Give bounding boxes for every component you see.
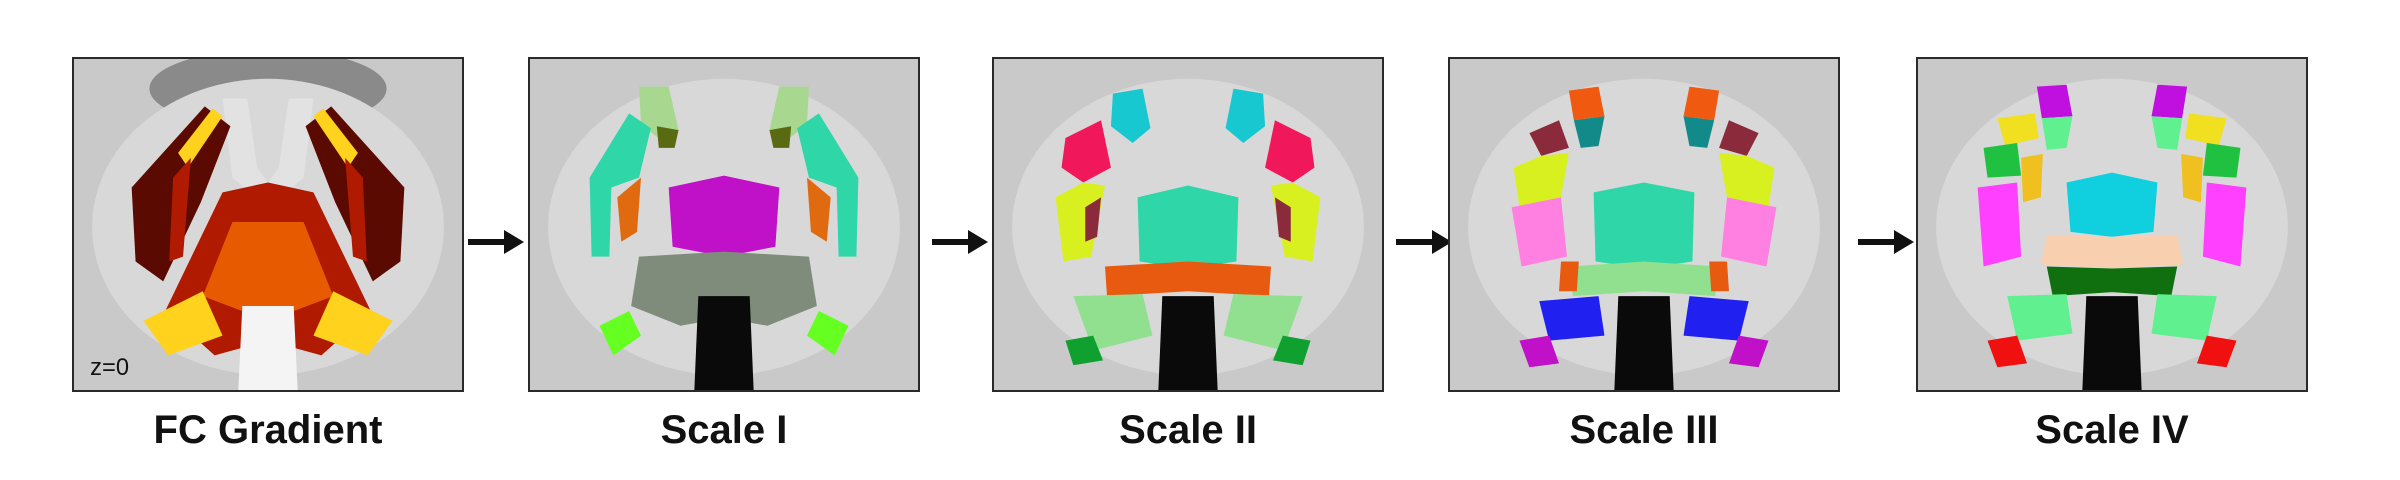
right-arrow-icon <box>932 230 988 254</box>
right-anterior-putamen <box>1265 120 1315 183</box>
left-anterior-putamen <box>1529 120 1569 156</box>
slice-label: z=0 <box>90 355 129 381</box>
thalamus-core <box>202 222 334 321</box>
right-posterior <box>2151 294 2217 341</box>
caption-scale-i: Scale I <box>660 408 788 452</box>
left-caudate-head <box>2036 84 2073 119</box>
right-arrow-icon <box>468 230 524 254</box>
right-hippocampus <box>1272 335 1311 366</box>
left-hippocampus <box>599 310 642 356</box>
left-caudate-body <box>1573 116 1605 148</box>
mid-thalamus <box>2040 234 2184 269</box>
left-caudate-body <box>2041 116 2073 150</box>
brainstem <box>1158 296 1218 390</box>
fc-gradient-brain-slice: z=0 <box>74 59 462 390</box>
right-posterior-putamen <box>2202 182 2247 267</box>
left-posterior-putamen <box>1511 197 1567 267</box>
left-caudate-head <box>639 86 679 141</box>
right-caudate-head <box>2151 84 2188 119</box>
left-posterior <box>2007 294 2073 341</box>
right-hippocampus <box>2196 335 2237 368</box>
scale-iii-panel <box>1448 57 1840 392</box>
left-posterior-putamen <box>1055 182 1106 262</box>
left-caudate <box>1110 88 1151 143</box>
left-posterior-putamen <box>1977 182 2022 267</box>
right-mid-putamen <box>2202 142 2241 178</box>
left-lateral-thalamus <box>1559 261 1579 292</box>
left-hippocampus <box>1987 335 2028 368</box>
right-arrow-icon <box>1858 230 1914 254</box>
brainstem-white <box>238 306 298 390</box>
scale-iv-panel <box>1916 57 2308 392</box>
right-posterior <box>1683 296 1749 341</box>
right-striatum-hotspot <box>313 108 358 168</box>
right-putamen <box>797 113 859 257</box>
left-pallidum <box>617 177 642 242</box>
right-caudate-tail <box>769 126 792 148</box>
right-posterior-putamen <box>1270 182 1321 262</box>
anterior-thalamus <box>2066 172 2158 237</box>
scale-i-panel <box>528 57 920 392</box>
left-caudate-tail <box>656 126 679 148</box>
posterior-region <box>631 251 817 326</box>
thalamus <box>1137 185 1239 269</box>
thalamus <box>668 175 780 257</box>
right-anterior-putamen <box>1719 120 1759 156</box>
left-posterior <box>1539 296 1605 341</box>
left-putamen <box>589 113 651 257</box>
scale-i-brain-slice <box>530 59 918 390</box>
right-caudate-body <box>1683 116 1715 148</box>
left-hippocampus <box>1065 335 1104 366</box>
brainstem <box>1614 296 1674 390</box>
posterior-thalamus <box>1568 261 1720 297</box>
scale-iii-brain-slice <box>1450 59 1838 390</box>
right-pallidum <box>1274 197 1291 242</box>
right-anterior-putamen <box>2185 113 2227 146</box>
right-lateral-thalamus <box>1709 261 1729 292</box>
left-pallidum <box>2021 153 2043 203</box>
left-mid-putamen <box>1513 152 1569 208</box>
left-caudate-head <box>1568 86 1605 121</box>
left-hotspot <box>143 291 223 356</box>
right-pallidum <box>806 177 831 242</box>
left-anterior-putamen <box>1997 113 2039 146</box>
left-mid-putamen <box>1983 142 2022 178</box>
right-mid-putamen <box>1719 152 1775 208</box>
left-striatum-hotspot <box>178 108 223 168</box>
right-caudate-head <box>1683 86 1720 121</box>
right-arrow-icon <box>1396 230 1452 254</box>
posterior-thalamus <box>2046 266 2178 297</box>
left-pallidum <box>1085 197 1102 242</box>
ventricle <box>222 98 314 208</box>
right-caudate <box>1225 88 1266 143</box>
scale-iv-brain-slice <box>1918 59 2306 390</box>
caption-scale-ii: Scale II <box>1119 408 1257 452</box>
right-hippocampus <box>806 310 849 356</box>
scale-ii-brain-slice <box>994 59 1382 390</box>
right-posterior-putamen <box>1721 197 1777 267</box>
scale-ii-panel <box>992 57 1384 392</box>
right-caudate-head <box>769 86 809 141</box>
left-anterior-putamen <box>1061 120 1111 183</box>
right-hotspot <box>313 291 393 356</box>
posterior-thalamus <box>1105 261 1271 297</box>
right-pallidum <box>2181 153 2203 203</box>
brainstem <box>2082 296 2142 390</box>
caption-scale-iv: Scale IV <box>2035 408 2189 452</box>
fc-gradient-panel: z=0 <box>72 57 464 392</box>
left-striatum-inner <box>169 157 191 262</box>
right-striatum-inner <box>345 157 367 262</box>
caption-fc-gradient: FC Gradient <box>153 408 383 452</box>
right-hippocampus <box>1728 335 1769 368</box>
left-hippocampus <box>1519 335 1560 368</box>
brainstem <box>694 296 754 390</box>
thalamus <box>1593 182 1695 269</box>
right-caudate-body <box>2151 116 2183 150</box>
caption-scale-iii: Scale III <box>1569 408 1719 452</box>
